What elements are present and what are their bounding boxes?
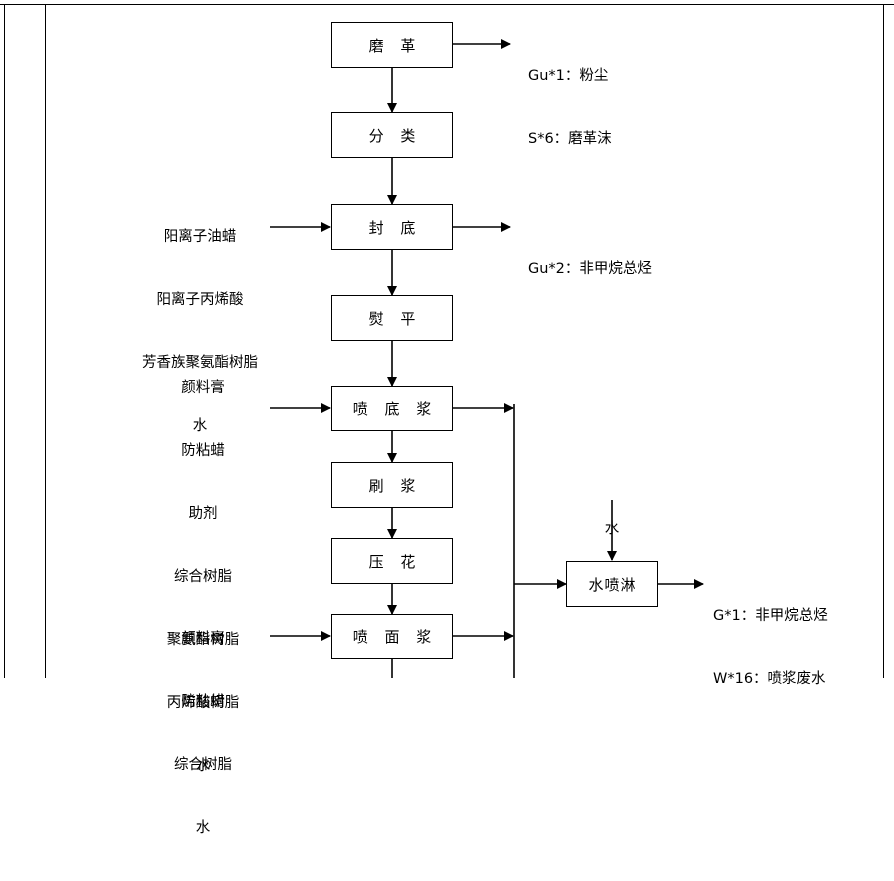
output-nmhc: Gu*2：非甲烷总烃 [528, 261, 652, 277]
step-emboss-box: 压 花 [331, 538, 453, 584]
step-water-spray-box: 水喷淋 [566, 561, 658, 607]
input-item: 综合树脂 [174, 569, 232, 585]
process-flow-diagram: 磨 革 分 类 封 底 熨 平 喷 底 浆 刷 浆 压 花 喷 面 浆 水喷淋 … [0, 4, 894, 836]
input-item: 防粘蜡 [181, 694, 225, 710]
water-spray-input: 水 [596, 477, 628, 582]
input-item: 防粘蜡 [181, 443, 225, 459]
input-item: 水 [192, 418, 208, 434]
step-seal-box: 封 底 [331, 204, 453, 250]
input-water: 水 [604, 521, 620, 537]
output-spray-wastewater: W*16：喷浆废水 [713, 671, 826, 687]
connector-arrows [270, 39, 704, 678]
grind-outputs: Gu*1：粉尘 S*6：磨革沫 [528, 24, 612, 192]
step-grind-box: 磨 革 [331, 22, 453, 68]
water-spray-outputs: G*1：非甲烷总烃 W*16：喷浆废水 [713, 564, 828, 732]
step-spray-base-box: 喷 底 浆 [331, 386, 453, 431]
output-dust: Gu*1：粉尘 [528, 68, 609, 84]
input-item: 综合树脂 [174, 757, 232, 773]
frame-top-border [0, 4, 894, 5]
step-spray-top-box: 喷 面 浆 [331, 614, 453, 659]
input-item: 阳离子油蜡 [163, 229, 237, 245]
frame-column-divider [45, 4, 46, 678]
step-sort-box: 分 类 [331, 112, 453, 158]
input-item: 颜料膏 [181, 380, 225, 396]
input-item: 颜料膏 [181, 631, 225, 647]
frame-left-border [4, 4, 5, 678]
step-iron-box: 熨 平 [331, 295, 453, 341]
output-grinding-debris: S*6：磨革沫 [528, 131, 612, 147]
seal-inputs: 阳离子油蜡 阳离子丙烯酸 芳香族聚氨酯树脂 水 [130, 185, 270, 479]
input-item: 水 [195, 820, 211, 836]
input-item: 聚氨酯树脂 [166, 632, 240, 648]
input-item: 助剂 [188, 506, 218, 522]
step-brush-box: 刷 浆 [331, 462, 453, 508]
output-gas-nmhc: G*1：非甲烷总烃 [713, 608, 828, 624]
frame-right-border [883, 4, 884, 678]
seal-outputs: Gu*2：非甲烷总烃 [528, 217, 652, 322]
input-item: 阳离子丙烯酸 [156, 292, 244, 308]
input-item: 芳香族聚氨酯树脂 [142, 355, 258, 371]
spray-top-inputs: 颜料膏 防粘蜡 综合树脂 水 [140, 587, 266, 881]
